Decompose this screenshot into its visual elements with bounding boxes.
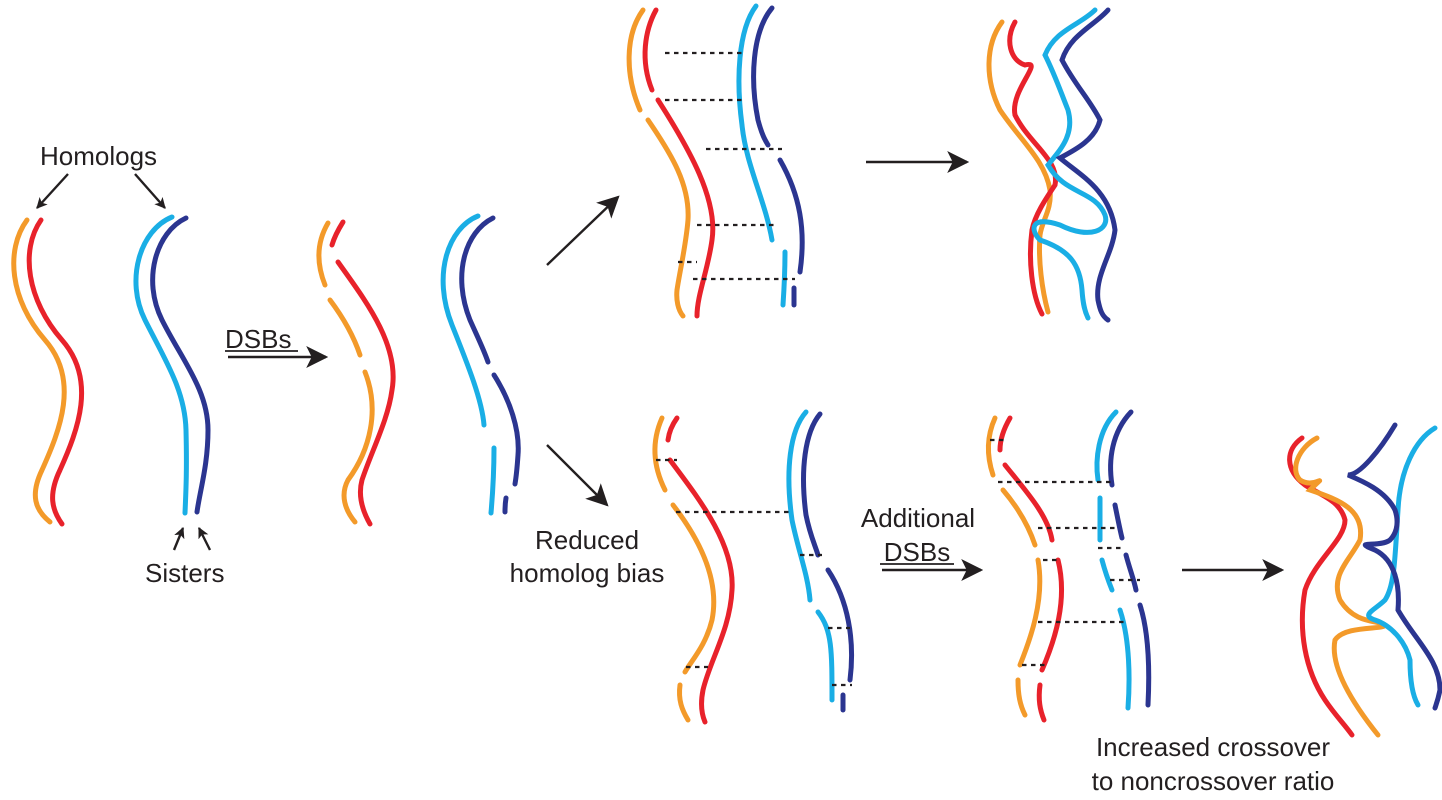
light-blue-chromatid (1117, 607, 1132, 711)
upper-crossover-products (986, 7, 1118, 323)
orange-chromatid (652, 415, 668, 493)
red-chromatid (655, 97, 716, 319)
dark-blue-chromatid (1112, 502, 1125, 541)
light-blue-chromatid (736, 3, 775, 243)
light-blue-chromatid (1094, 409, 1119, 483)
red-chromatid (1036, 682, 1047, 723)
light-blue-chromatid (786, 409, 813, 603)
dark-blue-chromatid (1123, 552, 1139, 593)
sister-arrow-left (172, 526, 185, 551)
orange-fragment (316, 220, 331, 288)
homolog-arrow-left (36, 173, 69, 209)
homologs-label: Homologs (40, 141, 157, 171)
dark-blue-chromatid (801, 411, 823, 558)
orange-chromatid (985, 415, 998, 478)
additional-label-line1: Additional (861, 503, 975, 533)
orange-chromatid (1000, 487, 1038, 548)
red-chromatid (997, 415, 1013, 453)
upper-repair-intermediate (626, 3, 805, 319)
increased-label-line1: Increased crossover (1096, 732, 1330, 762)
red-chromatid (665, 415, 680, 443)
orange-chromatid (986, 19, 1053, 315)
orange-fragment (327, 297, 363, 358)
red-chromatid (1007, 19, 1058, 317)
dark-blue-chromatid (1108, 409, 1134, 488)
light-blue-chromatid (1366, 425, 1438, 708)
dark-blue-chromatid (1347, 422, 1442, 711)
red-fragment (329, 219, 346, 248)
orange-chromatid (1015, 677, 1028, 718)
reduced-label-line2: homolog bias (510, 558, 665, 588)
dark-blue-chromatid (1137, 602, 1152, 708)
stage2-chromosomes (316, 213, 521, 527)
red-chromatid (1002, 462, 1055, 543)
dark-blue-fragment (491, 372, 521, 487)
homolog-arrow-right (134, 173, 166, 209)
red-chromatid (642, 7, 659, 93)
dark-blue-chromatid (777, 157, 805, 275)
lower-repair-intermediate (652, 409, 855, 725)
upper-branch-arrow (546, 195, 620, 266)
additional-label-line2: DSBs (884, 537, 950, 567)
orange-chromatid (645, 117, 691, 319)
dark-blue-fragment (459, 215, 496, 365)
dsbs-label: DSBs (225, 324, 291, 354)
light-blue-fragment (488, 445, 497, 516)
dark-blue-chromatid (150, 215, 211, 515)
orange-chromatid (1293, 435, 1388, 738)
lower-repair-with-additional-dsbs (985, 409, 1152, 723)
dark-blue-chromatid (825, 567, 855, 683)
orange-chromatid (11, 217, 67, 525)
red-chromatid (1039, 557, 1065, 673)
sisters-label: Sisters (145, 558, 224, 588)
red-fragment (335, 259, 396, 527)
orange-chromatid (1017, 557, 1043, 668)
light-blue-chromatid (1099, 557, 1115, 593)
lower-branch-arrow (546, 444, 609, 507)
light-blue-chromatid (133, 214, 189, 516)
light-blue-chromatid (1031, 7, 1109, 321)
dark-blue-chromatid (751, 5, 775, 148)
dark-blue-fragment (502, 495, 509, 515)
stage1-chromosomes (11, 214, 211, 527)
sister-arrow-right (197, 527, 212, 551)
dark-blue-chromatid (1055, 7, 1118, 323)
orange-fragment (341, 369, 375, 525)
light-blue-fragment (440, 213, 487, 428)
light-blue-chromatid (815, 609, 835, 703)
increased-label-line2: to noncrossover ratio (1092, 766, 1335, 796)
orange-chromatid (670, 502, 717, 675)
orange-chromatid (677, 682, 691, 723)
lower-crossover-products (1287, 422, 1442, 738)
orange-chromatid (626, 7, 646, 113)
red-chromatid (26, 217, 85, 527)
reduced-label-line1: Reduced (535, 525, 639, 555)
